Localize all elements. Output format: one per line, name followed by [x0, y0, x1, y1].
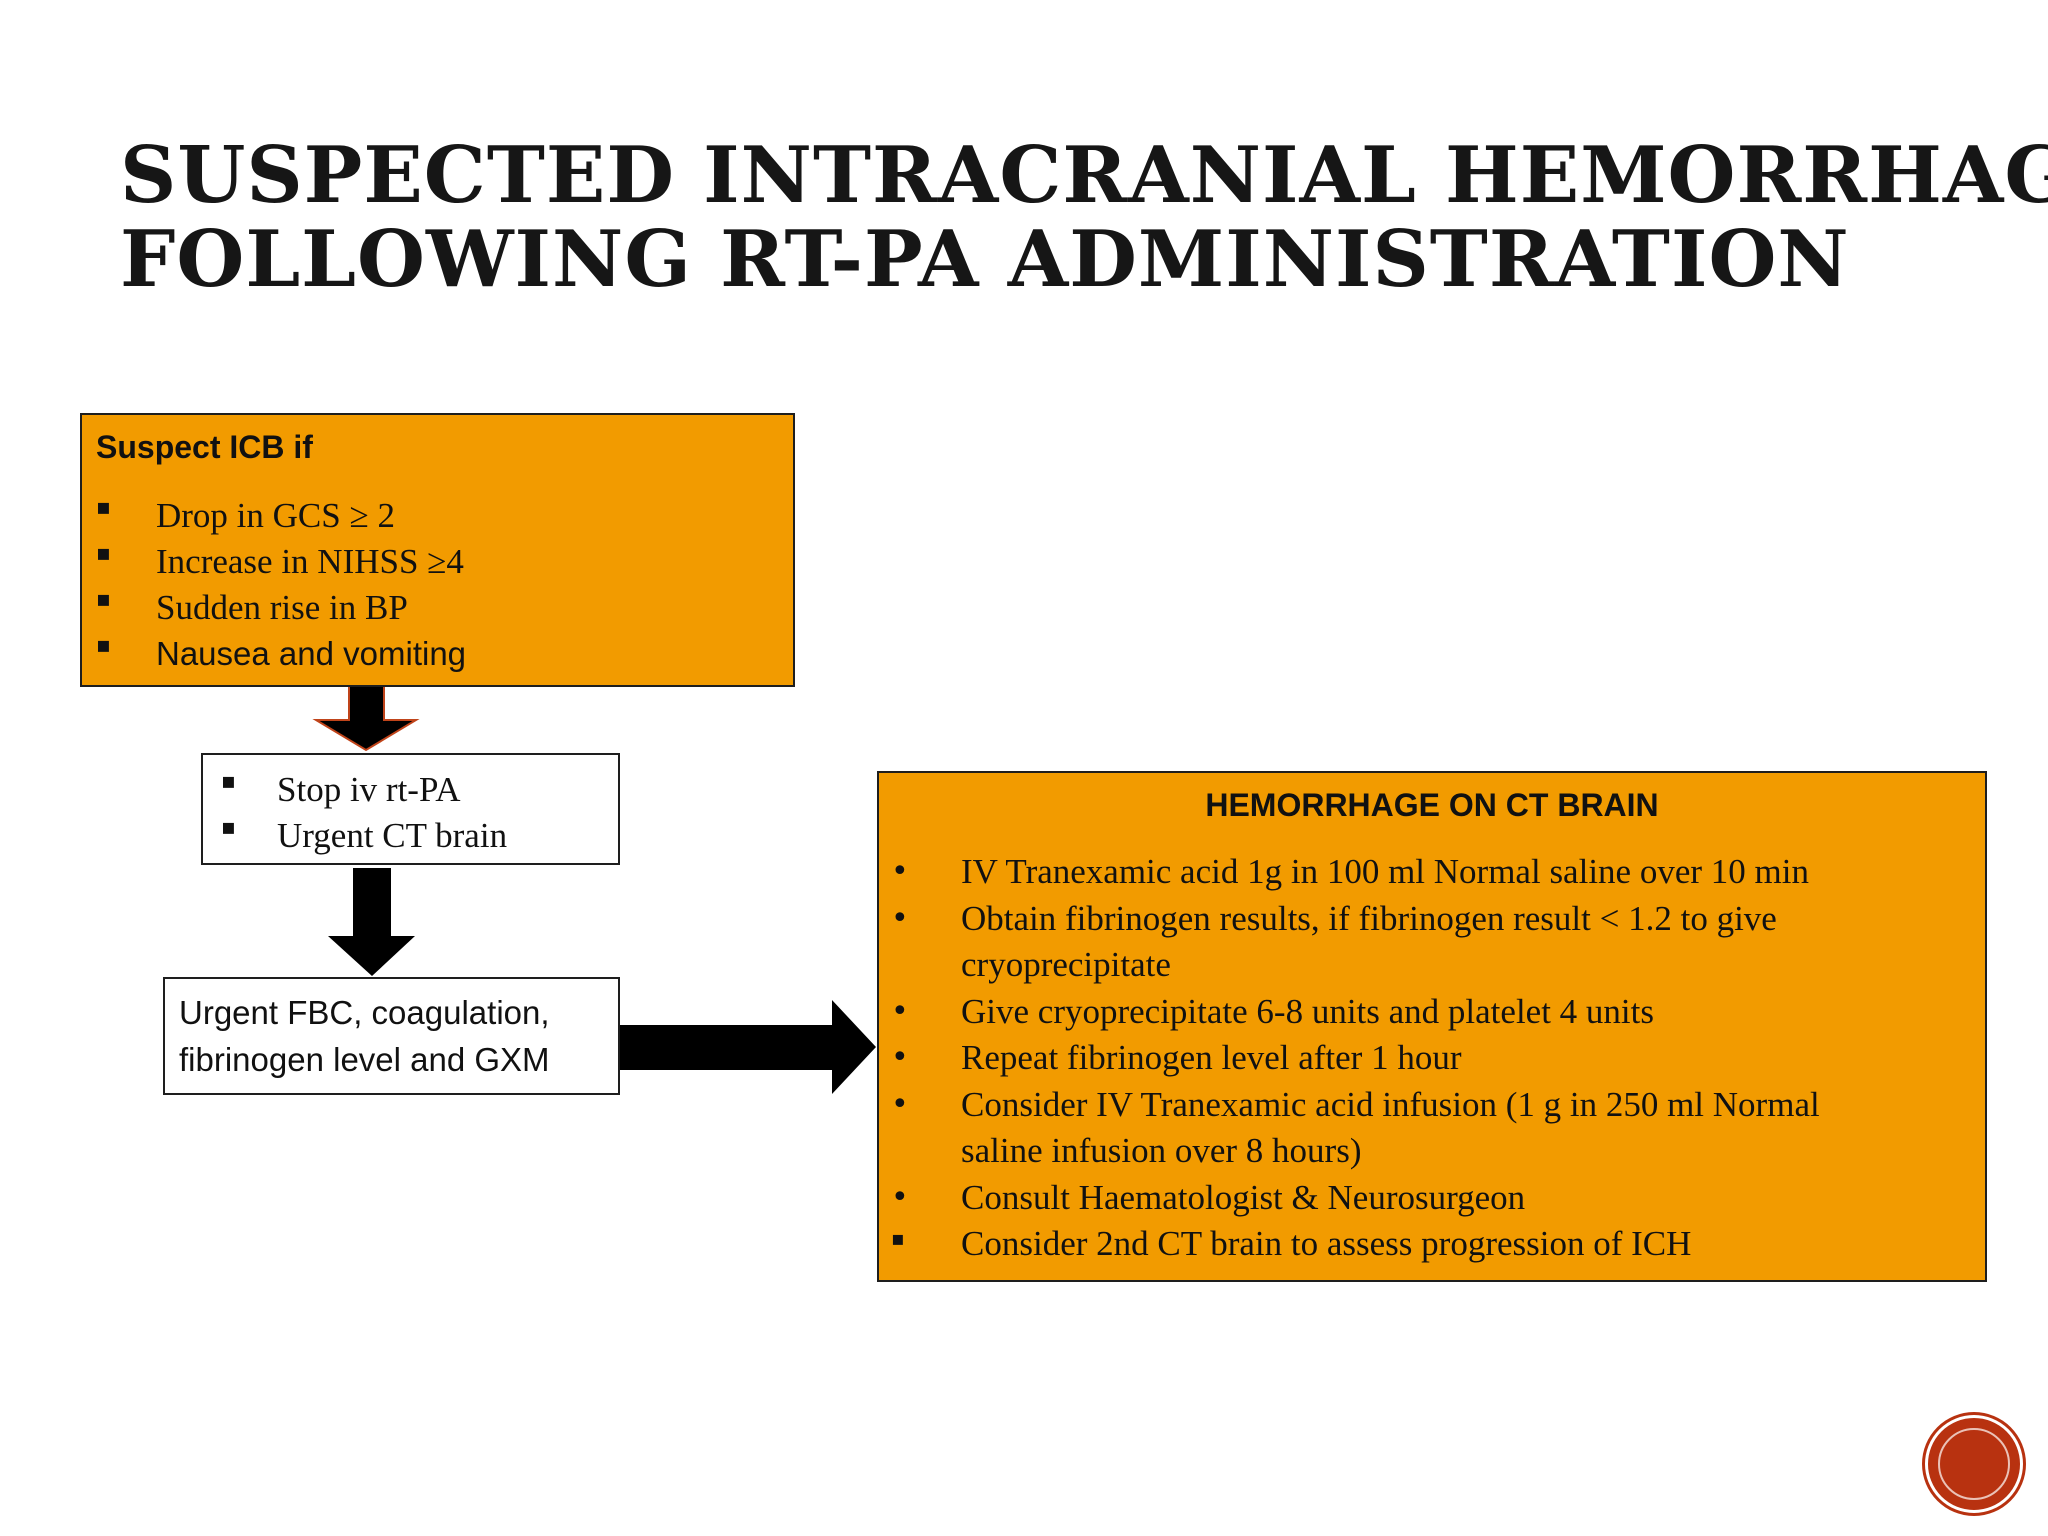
- stop-item: ▪ Urgent CT brain: [221, 813, 507, 859]
- hemorrhage-item: ▪ Consider 2nd CT brain to assess progre…: [891, 1221, 1820, 1268]
- square-bullet-icon: ▪: [221, 815, 236, 840]
- presentation-logo-icon: [1925, 1415, 2023, 1513]
- suspect-item: ▪ Drop in GCS ≥ 2: [96, 493, 466, 539]
- square-bullet-icon: ▪: [96, 541, 111, 566]
- title-line-2: Following rt-PA Administration: [120, 214, 1850, 305]
- urgent-labs-box: Urgent FBC, coagulation, fibrinogen leve…: [163, 977, 620, 1095]
- urgent-labs-text: Urgent FBC, coagulation, fibrinogen leve…: [179, 994, 550, 1078]
- hemorrhage-item: • IV Tranexamic acid 1g in 100 ml Normal…: [891, 849, 1820, 896]
- hemorrhage-item: • Consider IV Tranexamic acid infusion (…: [891, 1082, 1820, 1175]
- square-bullet-icon: ▪: [221, 769, 236, 794]
- square-bullet-icon: ▪: [96, 587, 111, 612]
- arrow-suspect-to-stop: [312, 685, 420, 752]
- square-bullet-icon: ▪: [96, 495, 111, 520]
- suspect-item: ▪ Increase in NIHSS ≥4: [96, 539, 466, 585]
- arrow-urgent-to-hemorrhage: [620, 1000, 876, 1094]
- hemorrhage-heading: HEMORRHAGE ON CT BRAIN: [1205, 787, 1659, 823]
- round-bullet-icon: •: [891, 900, 909, 936]
- round-bullet-icon: •: [891, 1040, 909, 1075]
- hemorrhage-item: • Give cryoprecipitate 6-8 units and pla…: [891, 989, 1820, 1036]
- hemorrhage-item: • Repeat fibrinogen level after 1 hour: [891, 1035, 1820, 1082]
- slide-title: Suspected Intracranial Hemorrhage Follow…: [120, 130, 2048, 305]
- stop-item: ▪ Stop iv rt-PA: [221, 767, 507, 813]
- hemorrhage-item: • Consult Haematologist & Neurosurgeon: [891, 1175, 1820, 1222]
- stop-rtpa-box: ▪ Stop iv rt-PA ▪ Urgent CT brain: [201, 753, 620, 865]
- hemorrhage-item: • Obtain fibrinogen results, if fibrinog…: [891, 896, 1820, 989]
- round-bullet-icon: •: [891, 993, 909, 1029]
- suspect-item: ▪ Sudden rise in BP: [96, 585, 466, 631]
- hemorrhage-box: HEMORRHAGE ON CT BRAIN • IV Tranexamic a…: [877, 771, 1987, 1282]
- suspect-item: ▪ Nausea and vomiting: [96, 631, 466, 677]
- square-bullet-icon: ▪: [891, 1226, 905, 1250]
- title-line-1: Suspected Intracranial Hemorrhage: [120, 130, 2048, 221]
- suspect-icb-heading: Suspect ICB if: [96, 429, 313, 465]
- suspect-icb-box: Suspect ICB if ▪ Drop in GCS ≥ 2 ▪ Incre…: [80, 413, 795, 687]
- square-bullet-icon: ▪: [96, 633, 111, 658]
- round-bullet-icon: •: [891, 854, 909, 889]
- arrow-stop-to-urgent: [328, 868, 415, 976]
- round-bullet-icon: •: [891, 1179, 909, 1215]
- round-bullet-icon: •: [891, 1086, 909, 1122]
